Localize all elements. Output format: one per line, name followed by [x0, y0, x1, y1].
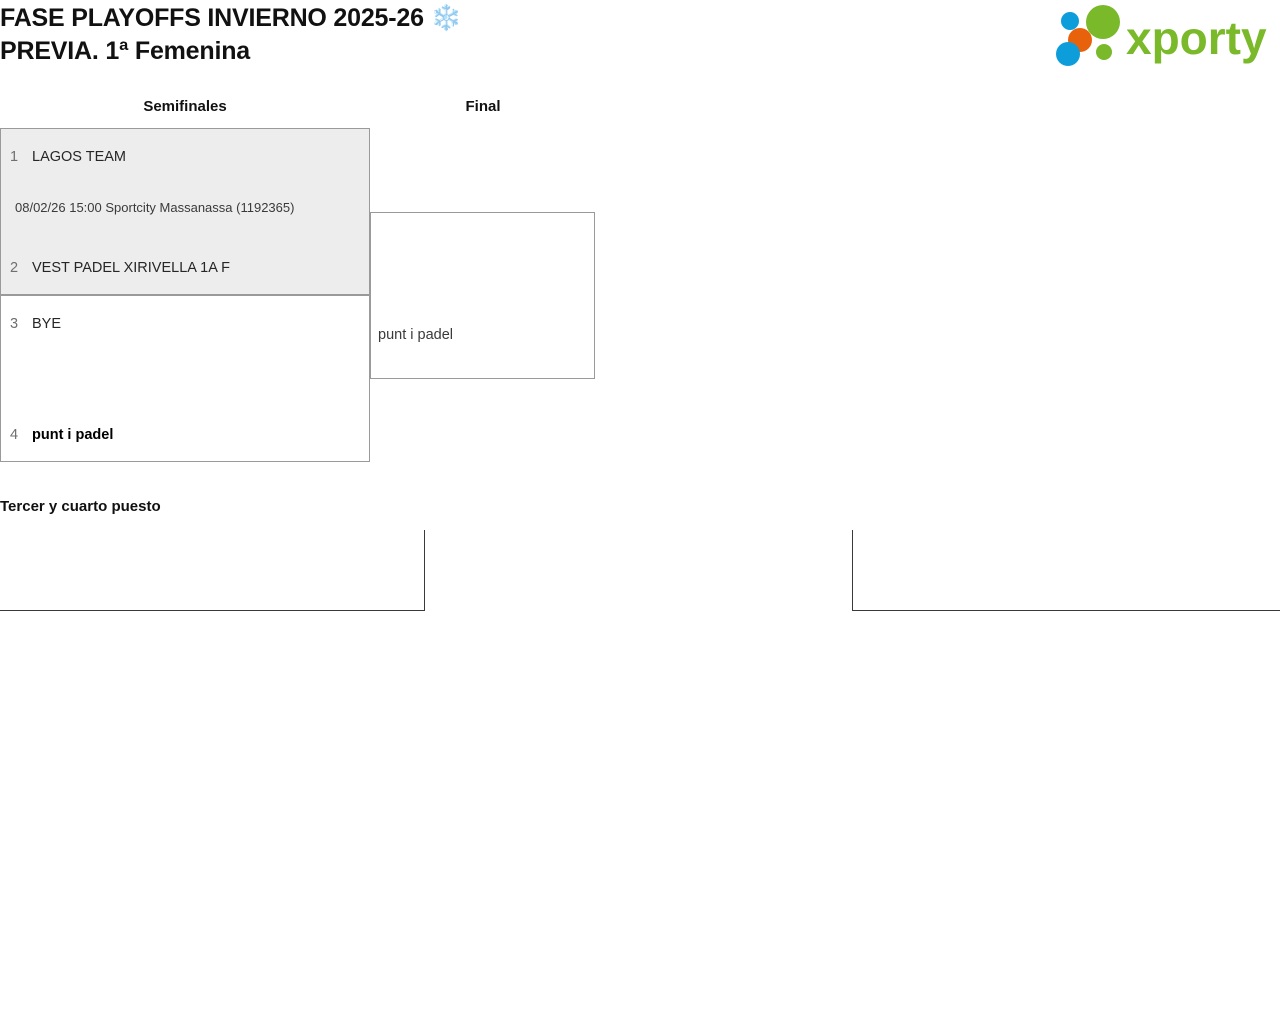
team-name: BYE — [32, 316, 62, 332]
third-place-box-right[interactable] — [852, 530, 1280, 611]
logo-dot-cluster — [1056, 5, 1120, 66]
logo-wordmark: xporty — [1126, 12, 1267, 64]
xporty-logo: xporty — [1048, 4, 1276, 70]
team-name: LAGOS TEAM — [32, 149, 127, 165]
round-header-semifinales: Semifinales — [143, 98, 227, 115]
match-slot-seed-2[interactable]: 2 VEST PADEL XIRIVELLA 1A F — [1, 254, 369, 282]
seed-number: 3 — [10, 316, 19, 332]
page-title: FASE PLAYOFFS INVIERNO 2025-26 ❄️ PREVIA… — [0, 4, 462, 65]
page-header: FASE PLAYOFFS INVIERNO 2025-26 ❄️ PREVIA… — [0, 0, 1280, 78]
match-slot-seed-1[interactable]: 1 LAGOS TEAM — [1, 143, 369, 171]
match-slot-seed-4[interactable]: 4 punt i padel — [1, 421, 369, 449]
match-schedule-info: 08/02/26 15:00 Sportcity Massanassa (119… — [15, 200, 295, 215]
match-semifinal-2[interactable]: 3 BYE 4 punt i padel — [0, 295, 370, 462]
third-place-box-left[interactable] — [0, 530, 425, 611]
seed-number: 2 — [10, 260, 19, 276]
team-name: VEST PADEL XIRIVELLA 1A F — [32, 260, 230, 276]
round-header-final: Final — [465, 98, 501, 115]
seed-number: 1 — [10, 149, 19, 165]
match-semifinal-1[interactable]: 1 LAGOS TEAM 08/02/26 15:00 Sportcity Ma… — [0, 128, 370, 295]
match-slot-seed-3[interactable]: 3 BYE — [1, 310, 369, 338]
match-final[interactable]: punt i padel — [370, 212, 595, 379]
final-team-name: punt i padel — [378, 327, 453, 343]
third-place-title: Tercer y cuarto puesto — [0, 498, 161, 515]
team-name-winner: punt i padel — [32, 427, 114, 443]
seed-number: 4 — [10, 427, 19, 443]
